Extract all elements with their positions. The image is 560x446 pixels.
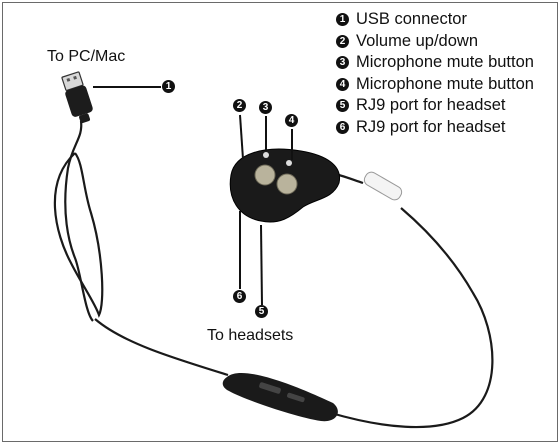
legend-item: 3 Microphone mute button	[336, 52, 534, 74]
usb-cable	[64, 120, 94, 322]
legend-num: 2	[336, 34, 349, 48]
mute-button-left	[254, 164, 276, 186]
legend-item: 4 Microphone mute button	[336, 74, 534, 96]
device-illustration	[53, 71, 494, 429]
callout-4: 4	[285, 114, 298, 127]
mute-button-right	[276, 173, 298, 195]
legend-text: RJ9 port for headset	[356, 117, 506, 136]
control-hub	[229, 148, 340, 223]
legend-num: 5	[336, 99, 349, 113]
pc-label: To PC/Mac	[47, 48, 126, 65]
callout-5: 5	[255, 305, 268, 318]
legend-text: RJ9 port for headset	[356, 96, 506, 115]
callout-6: 6	[233, 290, 246, 303]
return-cable	[330, 207, 494, 429]
legend-item: 5 RJ9 port for headset	[336, 95, 534, 117]
headsets-label: To headsets	[207, 327, 294, 344]
callout-3: 3	[259, 101, 272, 114]
callout-2: 2	[233, 99, 246, 112]
usb-plug	[61, 71, 93, 124]
strain-relief	[363, 171, 403, 201]
legend-text: Volume up/down	[356, 31, 479, 50]
legend-num: 3	[336, 56, 349, 70]
legend-num: 6	[336, 120, 349, 134]
legend-text: Microphone mute button	[356, 74, 534, 93]
legend-num: 4	[336, 77, 349, 91]
legend-item: 6 RJ9 port for headset	[336, 117, 534, 139]
inline-control	[222, 372, 338, 422]
legend-text: USB connector	[356, 10, 467, 29]
legend-item: 2 Volume up/down	[336, 31, 534, 53]
legend-num: 1	[336, 13, 349, 27]
main-cable	[94, 318, 229, 377]
callout-1: 1	[162, 80, 175, 93]
legend-item: 1 USB connector	[336, 9, 534, 31]
usb-cable-loop	[53, 152, 104, 318]
diagram-frame: To PC/Mac To headsets 1 2 3 4 5 6 1 USB c…	[2, 2, 558, 442]
legend-text: Microphone mute button	[356, 53, 534, 72]
